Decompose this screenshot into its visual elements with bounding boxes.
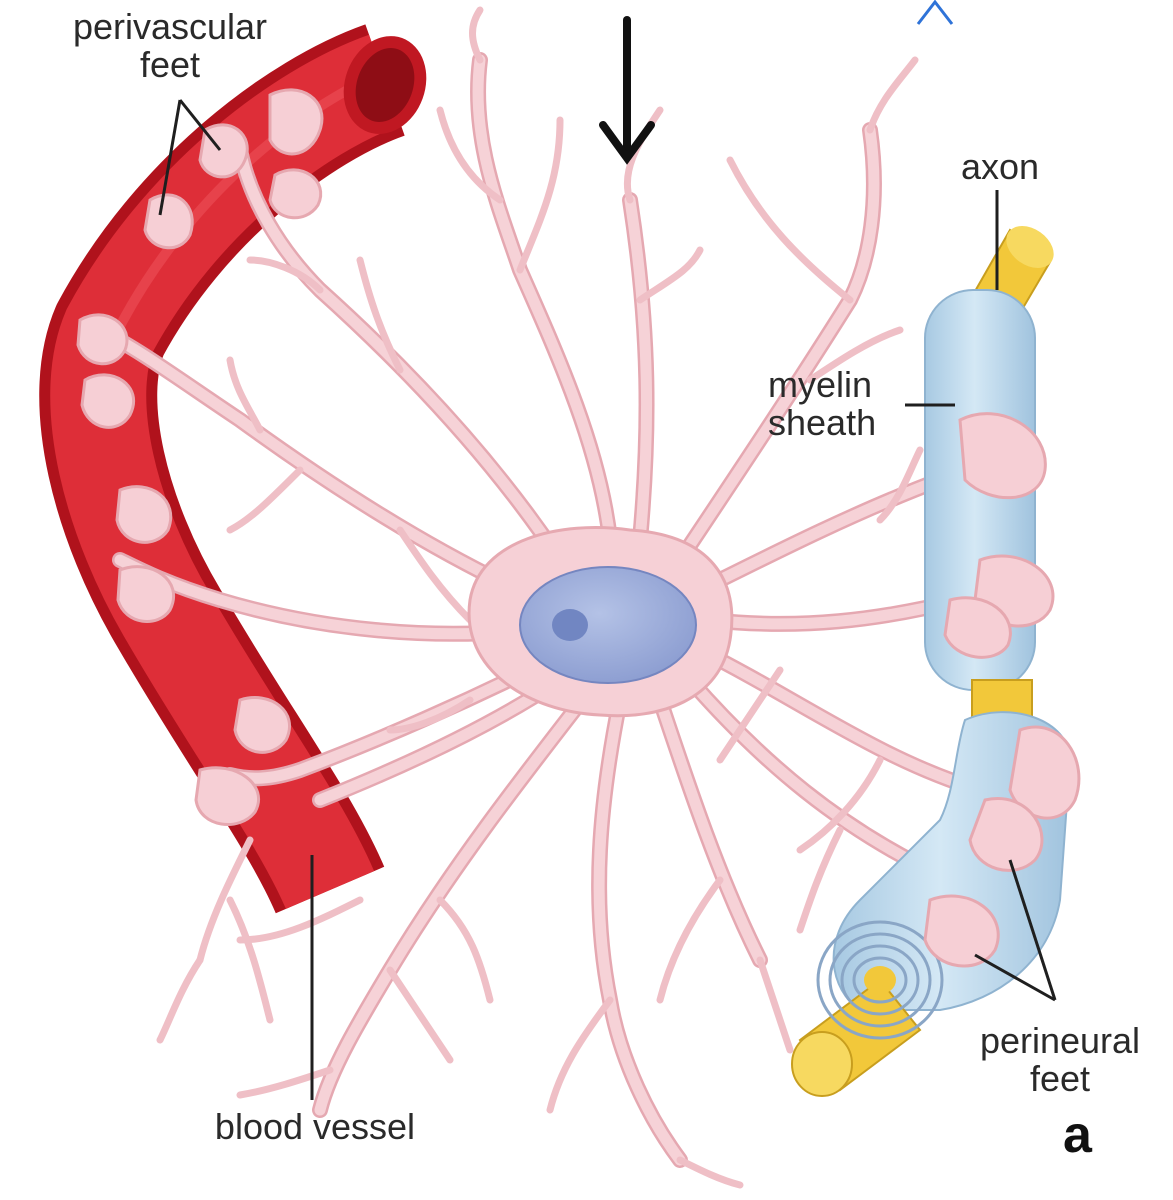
perineural-feet-group: [923, 412, 1081, 968]
caret-up-icon: [916, 0, 954, 25]
label-axon: axon: [960, 146, 1040, 187]
label-blood-vessel: blood vessel: [214, 1106, 416, 1147]
blood-vessel: [39, 24, 427, 914]
leader-perineural-lower: [974, 953, 1056, 1002]
myelin-lamellae: [816, 920, 944, 1040]
perivascular-feet-group: [76, 88, 324, 826]
leader-perivascular-right: [178, 99, 222, 151]
panel-letter: a: [1063, 1106, 1092, 1164]
nucleolus: [552, 609, 588, 641]
label-perineural-feet: perineural feet: [979, 1020, 1141, 1099]
label-myelin-sheath: myelin sheath: [768, 364, 877, 443]
label-perivascular-feet: perivascular feet: [72, 6, 268, 85]
down-arrow-icon: [599, 16, 655, 165]
leader-perivascular-left: [158, 99, 182, 216]
myelinated-axon: [791, 226, 1072, 1097]
leader-lines: [158, 99, 1057, 1100]
nucleus: [519, 566, 697, 684]
astrocyte-processes: [92, 6, 1018, 1189]
astrocyte-cell-body: [467, 526, 734, 718]
leader-perineural-upper: [1008, 859, 1057, 1001]
